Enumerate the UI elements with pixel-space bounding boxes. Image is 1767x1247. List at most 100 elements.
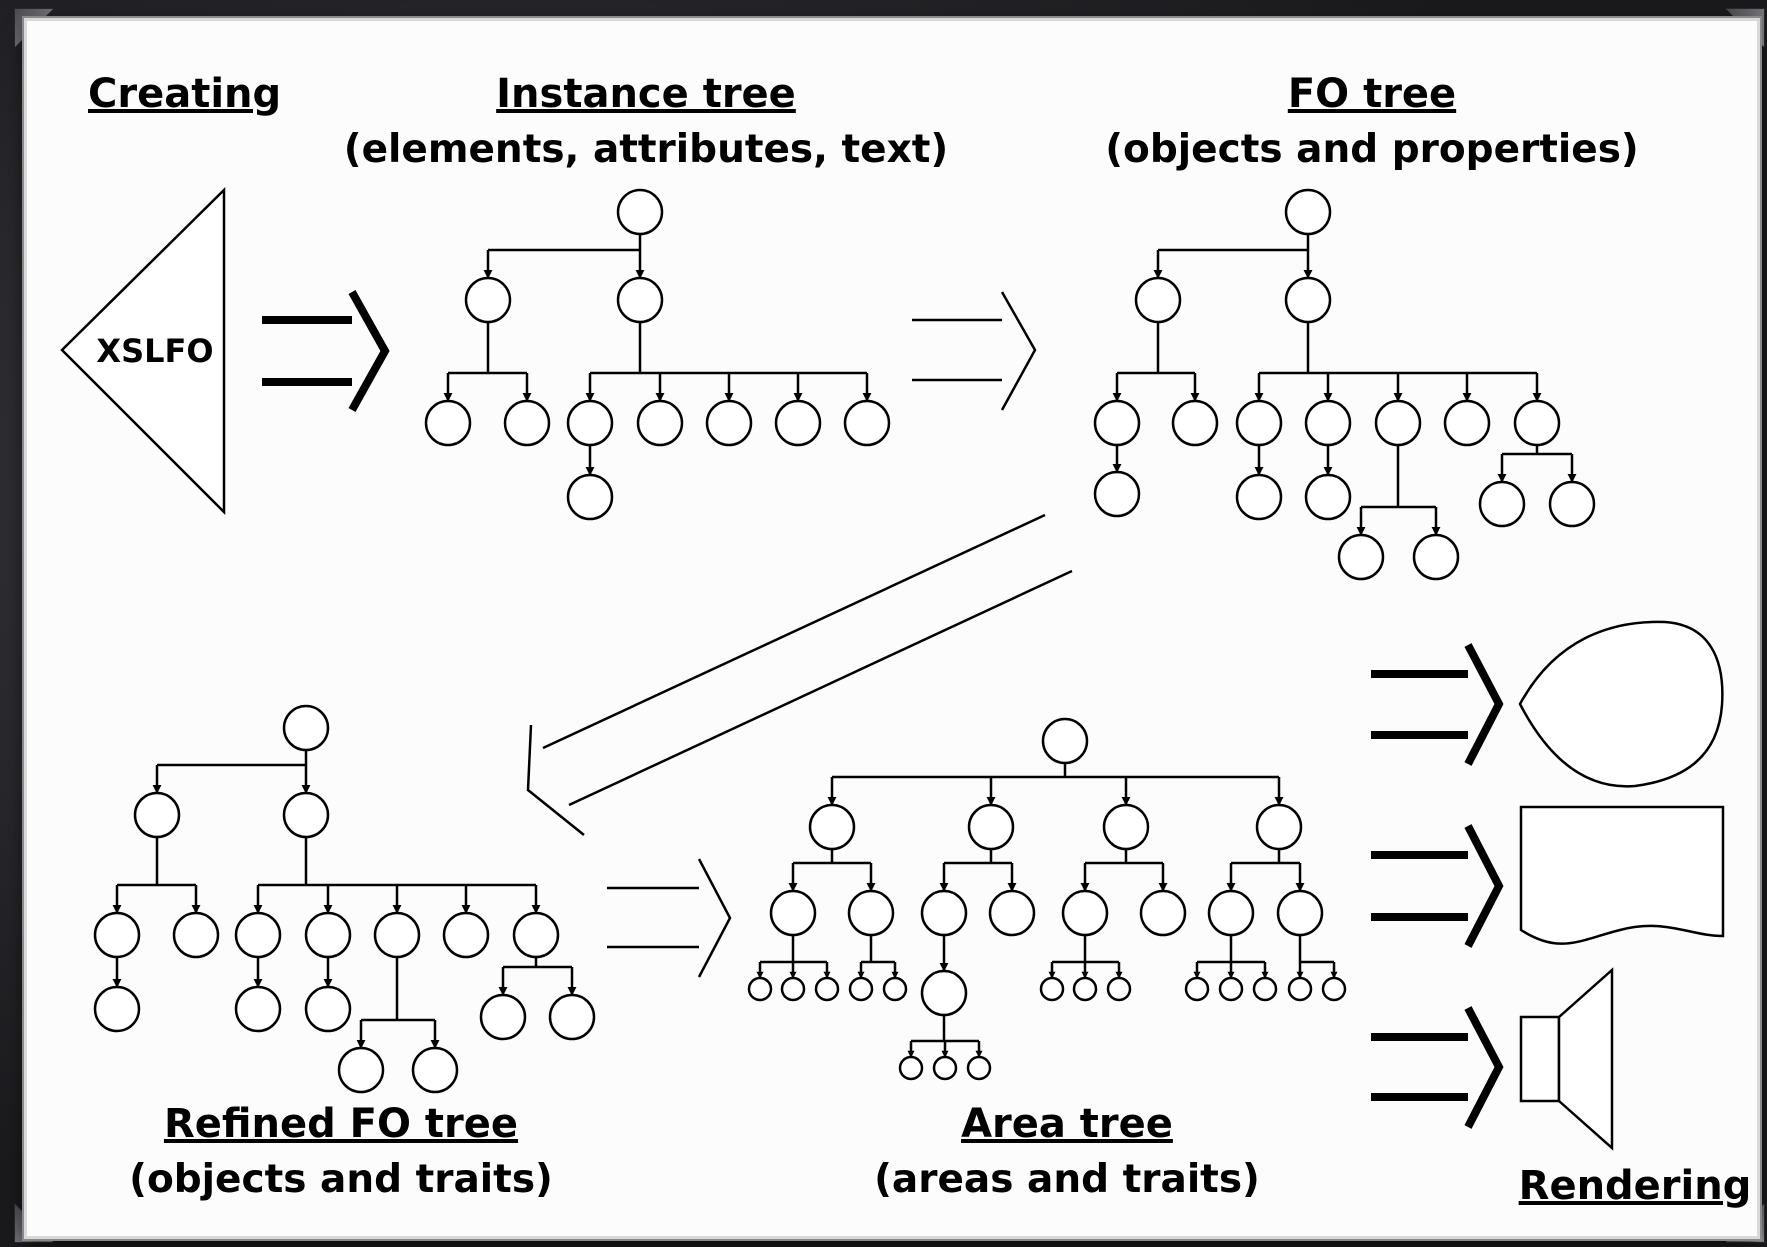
area-tree-node — [1139, 889, 1187, 937]
fo-tree-node — [1304, 473, 1352, 521]
instance-tree-nodes — [424, 188, 891, 521]
area-tree-node — [1039, 976, 1065, 1002]
area-tree-node — [1106, 976, 1132, 1002]
instance-tree-node — [464, 276, 512, 324]
fo-tree-edges — [1112, 234, 1577, 536]
area-tree-node — [920, 969, 968, 1017]
area-tree-node — [967, 803, 1015, 851]
instance-tree-node — [503, 399, 551, 447]
refined-fo-tree-node — [133, 791, 181, 839]
screen-output-shape — [1518, 620, 1724, 788]
area-tree-node — [1041, 717, 1089, 765]
refined-fo-tree-node — [304, 985, 352, 1033]
area-tree-node — [932, 1055, 958, 1081]
instance-tree-node — [616, 276, 664, 324]
xslfo-label: XSLFO — [96, 332, 213, 370]
instance-tree — [424, 188, 891, 521]
refined-fo-tree-title: Refined FO tree — [164, 1101, 518, 1147]
fo-tree-node — [1284, 276, 1332, 324]
document-output-shape — [1519, 805, 1725, 945]
fo-tree-node — [1304, 399, 1352, 447]
bold-arrow-to-document-shape — [1371, 824, 1504, 948]
bold-arrow-to-speaker-shape — [1371, 1006, 1504, 1129]
area-tree-edges — [756, 763, 1338, 1058]
refined-fo-tree-node — [172, 911, 220, 959]
refined-fo-tree-node — [442, 911, 490, 959]
hollow-arrow-fo-to-refined — [526, 513, 1073, 836]
fo-tree-node — [1548, 480, 1596, 528]
area-tree-node — [1061, 889, 1109, 937]
instance-tree-node — [843, 399, 891, 447]
area-tree-node — [1072, 976, 1098, 1002]
area-tree-node — [847, 889, 895, 937]
area-tree-node — [1218, 976, 1244, 1002]
area-tree-node — [1207, 889, 1255, 937]
area-tree-node — [780, 976, 806, 1002]
creating-heading: Creating — [88, 71, 281, 117]
refined-fo-tree-node — [373, 911, 421, 959]
fo-tree — [1093, 188, 1596, 581]
area-tree-node — [814, 976, 840, 1002]
area-tree-node — [808, 803, 856, 851]
refined-fo-tree-node — [93, 911, 141, 959]
fo-tree-node — [1134, 276, 1182, 324]
refined-fo-tree-node — [234, 911, 282, 959]
instance-tree-edges — [443, 234, 872, 476]
refined-fo-tree-node — [282, 791, 330, 839]
area-tree-node — [1184, 976, 1210, 1002]
diagram-board — [24, 18, 1760, 1239]
refined-fo-tree-node — [93, 985, 141, 1033]
area-tree-node — [1287, 976, 1313, 1002]
fo-tree-node — [1412, 533, 1460, 581]
fo-tree-node — [1443, 399, 1491, 447]
fo-tree-node — [1374, 399, 1422, 447]
refined-fo-tree-nodes — [93, 704, 596, 1094]
fo-tree-nodes — [1093, 188, 1596, 581]
area-tree-subtitle: (areas and traits) — [874, 1157, 1260, 1202]
source-triangle — [60, 187, 226, 516]
instance-tree-node — [566, 473, 614, 521]
instance-tree-node — [636, 399, 684, 447]
area-tree-node — [920, 889, 968, 937]
area-tree-node — [1321, 976, 1347, 1002]
fo-tree-node — [1284, 188, 1332, 236]
fo-tree-node — [1093, 399, 1141, 447]
speaker-output-shape — [1519, 967, 1614, 1151]
area-tree-node — [988, 889, 1036, 937]
hollow-arrow-instance-to-fo — [912, 291, 1037, 411]
refined-fo-tree-node — [548, 993, 596, 1041]
area-tree-title: Area tree — [961, 1101, 1173, 1147]
area-tree-nodes — [747, 717, 1347, 1081]
refined-fo-tree-node — [234, 985, 282, 1033]
hollow-arrow-refined-to-area — [607, 858, 732, 978]
area-tree-node — [1252, 976, 1278, 1002]
fo-tree-node — [1513, 399, 1561, 447]
instance-tree-node — [774, 399, 822, 447]
area-tree-node — [882, 976, 908, 1002]
fo-tree-node — [1337, 533, 1385, 581]
xslfo-source: XSLFO — [60, 187, 226, 516]
area-tree-node — [747, 976, 773, 1002]
bold-arrow-to-page-shape — [1371, 643, 1504, 766]
refined-fo-tree-subtitle: (objects and traits) — [129, 1157, 553, 1202]
rendering-heading: Rendering — [1519, 1163, 1752, 1209]
fo-tree-title: FO tree — [1288, 71, 1456, 117]
instance-tree-node — [705, 399, 753, 447]
instance-tree-node — [424, 399, 472, 447]
instance-tree-node — [616, 188, 664, 236]
refined-fo-tree-node — [304, 911, 352, 959]
bold-arrow-creating-to-instance — [262, 290, 390, 412]
refined-fo-tree-node — [411, 1046, 459, 1094]
refined-fo-tree — [93, 704, 596, 1094]
area-tree-node — [848, 976, 874, 1002]
instance-tree-subtitle: (elements, attributes, text) — [344, 127, 949, 172]
area-tree-node — [1276, 889, 1324, 937]
refined-fo-tree-node — [479, 993, 527, 1041]
area-tree-node — [898, 1055, 924, 1081]
fo-tree-node — [1478, 480, 1526, 528]
refined-fo-tree-node — [512, 911, 560, 959]
fo-tree-node — [1093, 470, 1141, 518]
instance-tree-node — [566, 399, 614, 447]
